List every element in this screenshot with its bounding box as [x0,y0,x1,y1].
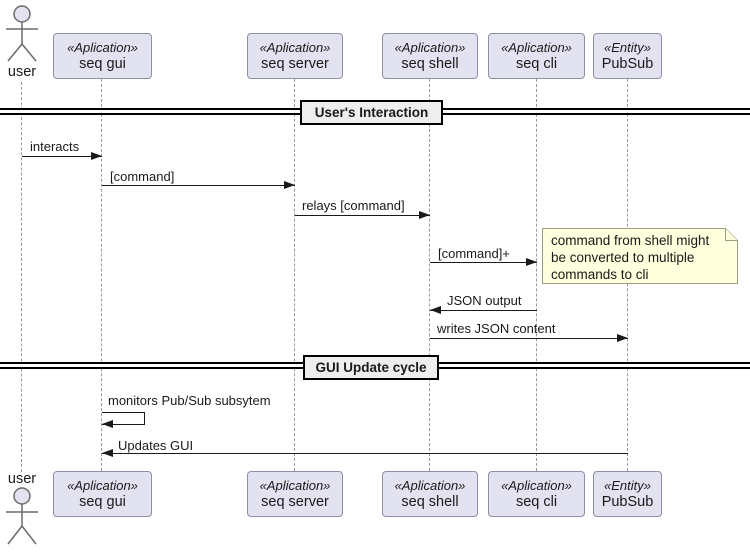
lifeline-seq-gui [101,79,102,471]
participant-stereotype: «Aplication» [67,40,138,55]
participant-seq-cli: «Aplication» seq cli [488,33,585,79]
participant-stereotype: «Aplication» [394,40,466,55]
divider-label-gui-update-cycle: GUI Update cycle [303,355,439,380]
participant-name: seq shell [401,56,459,72]
message-label-updates-gui: Updates GUI [118,438,194,453]
participant-stereotype: «Aplication» [501,478,572,493]
message-line-interacts [22,156,102,157]
participant-stereotype: «Aplication» [501,40,572,55]
arrowhead-left-icon [430,306,441,314]
participant-seq-shell-bottom: «Aplication» seq shell [382,471,478,517]
participant-seq-server-bottom: «Aplication» seq server [247,471,343,517]
participant-pubsub-bottom: «Entity» PubSub [593,471,662,517]
message-label-writes-json-content: writes JSON content [437,321,556,336]
participant-seq-gui: «Aplication» seq gui [53,33,152,79]
lifeline-seq-shell [429,79,430,471]
message-line-json-output [430,310,537,311]
user-actor-label: user [7,64,37,80]
participant-pubsub: «Entity» PubSub [593,33,662,79]
note: command from shell might be converted to… [542,228,738,289]
message-line-command-plus [430,262,537,263]
participant-stereotype: «Entity» [604,40,651,55]
message-label-relays-command: relays [command] [302,198,405,213]
message-label-json-output: JSON output [447,293,522,308]
message-line-relays-command [295,215,430,216]
user-actor-icon [6,5,38,62]
participant-name: seq server [261,494,329,510]
participant-name: PubSub [601,494,654,510]
arrowhead-right-icon [617,334,628,342]
participant-seq-server: «Aplication» seq server [247,33,343,79]
message-label-command-plus: [command]+ [438,246,510,261]
arrowhead-left-icon [102,420,113,428]
message-line-writes-json-content [430,338,628,339]
participant-seq-shell: «Aplication» seq shell [382,33,478,79]
message-label-command: [command] [110,169,175,184]
lifeline-seq-server [294,79,295,471]
participant-stereotype: «Aplication» [259,40,331,55]
participant-stereotype: «Aplication» [67,478,138,493]
message-line-updates-gui [102,453,628,454]
lifeline-seq-cli [536,79,537,471]
participant-name: seq cli [515,56,558,72]
message-self-loop-monitors [102,412,145,425]
divider-label-users-interaction: User's Interaction [300,100,443,125]
user-actor-label-bottom: user [7,471,37,487]
arrowhead-right-icon [91,152,102,160]
arrowhead-right-icon [284,181,295,189]
arrowhead-left-icon [102,449,113,457]
participant-name: seq shell [401,494,459,510]
participant-seq-cli-bottom: «Aplication» seq cli [488,471,585,517]
lifeline-user [21,82,22,472]
note-shape [542,228,738,284]
participant-stereotype: «Aplication» [259,478,331,493]
user-actor-icon-bottom [6,487,38,545]
message-label-interacts: interacts [30,139,80,154]
note-line: be converted to multiple [551,250,695,265]
message-line-command [102,185,295,186]
note-line: command from shell might [551,233,710,248]
arrowhead-right-icon [526,258,537,266]
participant-seq-gui-bottom: «Aplication» seq gui [53,471,152,517]
note-line: commands to cli [551,267,649,282]
participant-name: seq gui [79,56,126,72]
note-text: command from shell might be converted to… [551,232,709,283]
participant-name: PubSub [601,56,654,72]
arrowhead-right-icon [419,211,430,219]
participant-stereotype: «Entity» [604,478,651,493]
participant-stereotype: «Aplication» [394,478,466,493]
message-label-monitors-pubsub: monitors Pub/Sub subsytem [108,393,271,408]
participant-name: seq server [261,56,329,72]
participant-name: seq gui [79,494,126,510]
participant-name: seq cli [515,494,558,510]
